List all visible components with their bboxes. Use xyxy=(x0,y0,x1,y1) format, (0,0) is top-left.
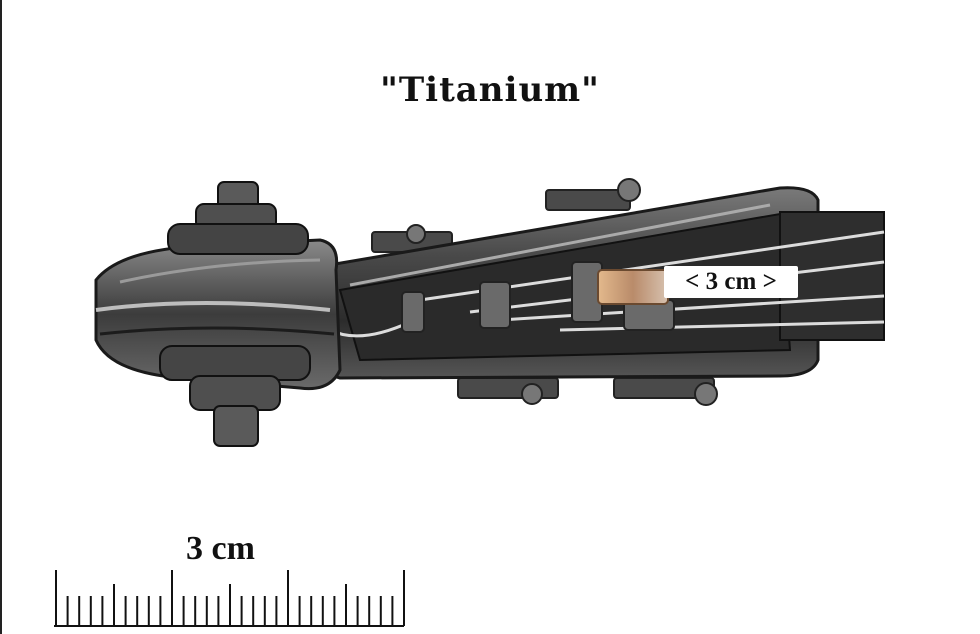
bridge-insert xyxy=(597,269,669,305)
lower-peg-gears xyxy=(457,377,718,406)
inner-pegs xyxy=(401,261,675,333)
left-border-line xyxy=(0,0,2,634)
ruler-scale-icon xyxy=(54,570,405,627)
scale-bar-label: 3 cm xyxy=(186,530,255,567)
figure-title: "Titanium" xyxy=(380,70,600,110)
inset-scale-label: < 3 cm > xyxy=(664,266,798,298)
scroll-head xyxy=(94,181,342,447)
upper-peg-gears xyxy=(371,178,641,253)
